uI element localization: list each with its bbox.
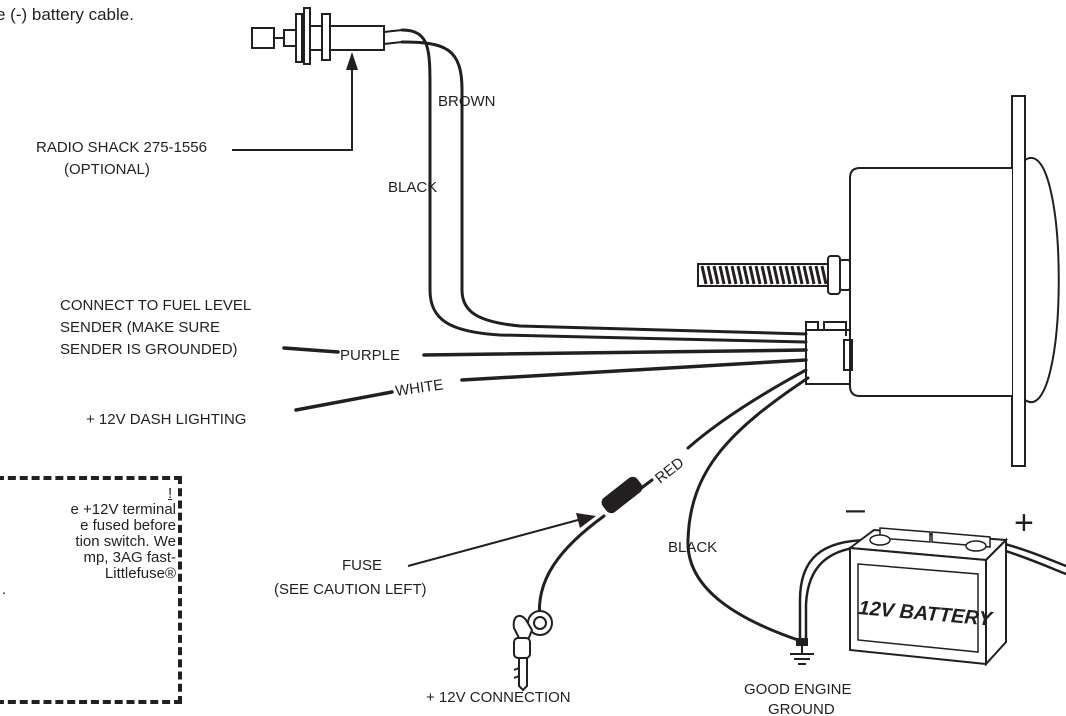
black-upper-label: BLACK [388, 179, 437, 196]
dash-lighting-label: + 12V DASH LIGHTING [86, 411, 246, 428]
fuse-label: FUSE [342, 557, 382, 574]
connect-label-line3: SENDER IS GROUNDED) [60, 341, 238, 358]
purple-wire [282, 346, 340, 354]
ground-label-line2: GROUND [768, 701, 835, 716]
caution-line-5: mp, 3AG fast- [83, 549, 176, 566]
ground-label-line1: GOOD ENGINE [744, 681, 852, 698]
caution-line-4: tion switch. We [75, 533, 176, 550]
optional-label: (OPTIONAL) [64, 161, 150, 178]
caution-box [0, 476, 182, 704]
black-wire-upper [400, 28, 808, 344]
red-label: RED [652, 454, 688, 487]
brown-wire [400, 40, 808, 336]
purple-wire-end [422, 348, 808, 357]
caution-line-1: ! [168, 486, 173, 502]
inline-fuse [601, 476, 643, 514]
caution-text: ! e +12V terminal e fused before tion sw… [0, 486, 176, 598]
white-wire [294, 390, 394, 412]
white-wire-end [460, 358, 808, 382]
caution-line-6: Littlefuse® [104, 565, 176, 582]
brown-label: BROWN [438, 93, 496, 110]
purple-label: PURPLE [340, 347, 400, 364]
battery-cable-note: e (-) battery cable. [0, 5, 134, 24]
minus-sign: – [846, 490, 865, 528]
ground-icon [790, 638, 814, 665]
radio-shack-label: RADIO SHACK 275-1556 [36, 139, 207, 156]
black-wire-lower [686, 376, 810, 642]
caution-line-7: . [2, 581, 7, 598]
push-button-switch [251, 7, 403, 65]
mounting-stud [697, 255, 851, 295]
fuse-pointer [407, 513, 596, 567]
black-lower-label: BLACK [668, 539, 717, 556]
ignition-key-icon [512, 610, 553, 692]
red-wire-lower [537, 514, 606, 622]
connect-label-line2: SENDER (MAKE SURE [60, 319, 220, 336]
white-label: WHITE [394, 376, 444, 400]
caution-line-2: e +12V terminal [70, 501, 176, 518]
plus-sign: + [1014, 504, 1034, 542]
caution-line-3: e fused before [80, 517, 176, 534]
red-wire [686, 368, 808, 450]
wire-connector [805, 321, 853, 385]
battery-negative-cable [798, 538, 872, 642]
battery-icon [847, 527, 1009, 667]
connect-label-line1: CONNECT TO FUEL LEVEL [60, 297, 251, 314]
connection-label: + 12V CONNECTION [426, 689, 571, 706]
see-caution-label: (SEE CAUTION LEFT) [274, 581, 427, 598]
radio-shack-arrow [232, 52, 358, 151]
fuel-gauge [849, 95, 1060, 467]
